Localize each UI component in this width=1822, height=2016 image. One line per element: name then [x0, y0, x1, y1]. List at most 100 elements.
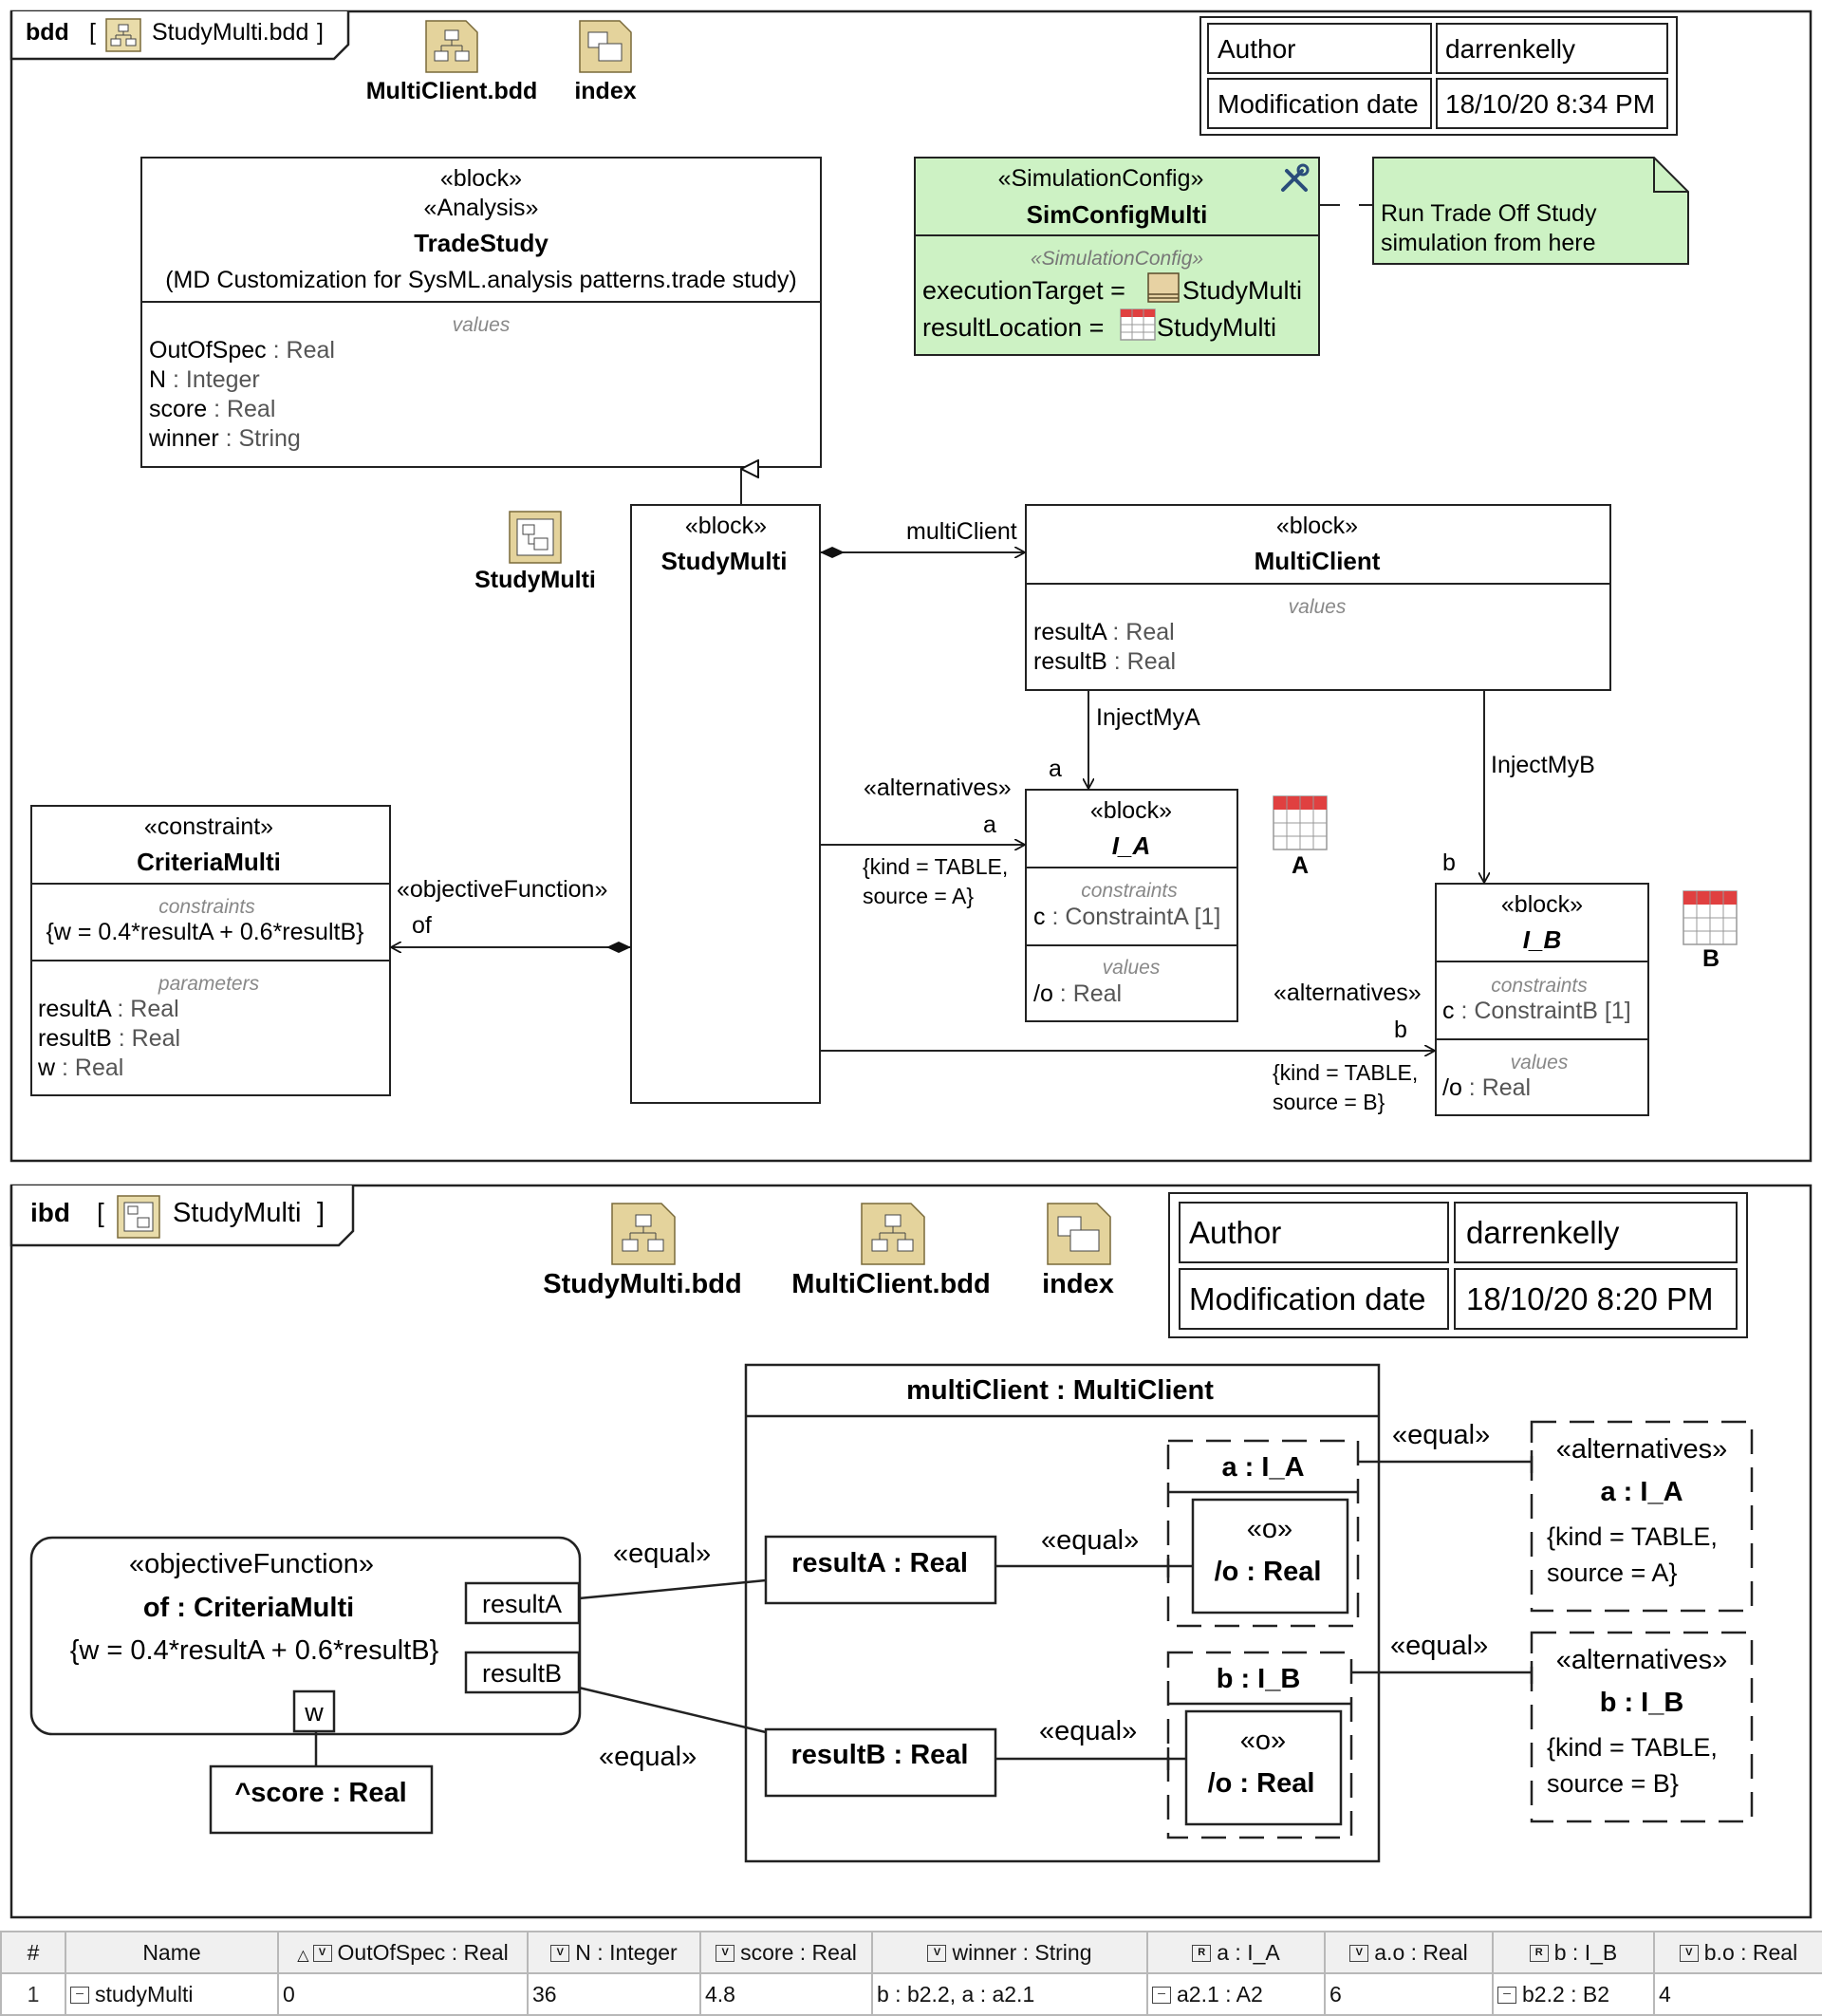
block-i-a[interactable]: «block» I_A constraints c : ConstraintA …: [1025, 789, 1238, 1022]
compartment-label: values: [1289, 596, 1347, 618]
table-icon: [1273, 795, 1328, 850]
block-multiclient[interactable]: «block» MultiClient values resultA : Rea…: [1025, 504, 1611, 691]
value-o-a[interactable]: «o» /o : Real: [1191, 1498, 1349, 1615]
stereotype-o: «o»: [1247, 1514, 1292, 1544]
stereotype-analysis: «Analysis»: [424, 195, 539, 221]
bdd-diagram-icon: [105, 18, 141, 52]
table-cell[interactable]: 0: [277, 1972, 529, 2016]
association-label: InjectMyB: [1491, 752, 1595, 778]
table-a-link[interactable]: A: [1273, 795, 1328, 879]
simulation-config-simconfigmulti[interactable]: «SimulationConfig» SimConfigMulti «Simul…: [914, 157, 1320, 356]
stereotype-block: «block»: [1501, 891, 1583, 918]
compartment-label: constraints: [158, 896, 255, 918]
column-header[interactable]: Name: [65, 1931, 279, 1974]
port-resultb[interactable]: resultB: [464, 1651, 581, 1694]
value-property: score : Real: [149, 396, 275, 422]
table-cell[interactable]: b : b2.2, a : a2.1: [871, 1972, 1148, 2016]
ibd-diagram-name: StudyMulti: [173, 1198, 301, 1228]
stereotype-alternatives: «alternatives»: [1274, 980, 1422, 1006]
part-a-i-a[interactable]: a : I_A: [1166, 1439, 1360, 1628]
constraint-property-of[interactable]: «objectiveFunction» of : CriteriaMulti {…: [29, 1536, 582, 1736]
part-name: b : I_B: [1600, 1688, 1684, 1718]
equal-label: «equal»: [1039, 1716, 1137, 1746]
block-i-b[interactable]: «block» I_B constraints c : ConstraintB …: [1435, 883, 1649, 1116]
ibd-frame-header[interactable]: ibd [ StudyMulti ]: [30, 1195, 325, 1239]
value-resulta[interactable]: resultA : Real: [764, 1535, 997, 1605]
execution-target-label: executionTarget =: [922, 276, 1125, 305]
table-icon: [1120, 308, 1156, 341]
value-name: ^score : Real: [234, 1778, 406, 1808]
value-property: winner : String: [148, 425, 301, 452]
bdd-frame-header[interactable]: bdd [ StudyMulti.bdd ]: [26, 18, 324, 52]
table-cell[interactable]: 6: [1324, 1972, 1494, 2016]
part-b-i-b[interactable]: b : I_B: [1166, 1651, 1353, 1839]
value-property-icon: V: [312, 1945, 332, 1963]
tagged-values: source = A}: [863, 884, 974, 908]
table-b-link[interactable]: B: [1683, 890, 1738, 972]
link-studymulti-bdd[interactable]: StudyMulti.bdd: [543, 1203, 742, 1299]
tools-icon: [1281, 163, 1310, 192]
table-row[interactable]: 1 ─studyMulti 0 36 4.8 b : b2.2, a : a2.…: [0, 1972, 1822, 2016]
port-w[interactable]: w: [292, 1689, 336, 1733]
value-o-b[interactable]: «o» /o : Real: [1184, 1709, 1343, 1826]
result-location-value[interactable]: StudyMulti: [1157, 313, 1276, 342]
reference-property-icon: R: [1529, 1945, 1549, 1963]
bdd-header-close: ]: [317, 19, 324, 46]
result-location-label: resultLocation =: [922, 313, 1104, 342]
compartment-label: values: [1103, 957, 1161, 979]
link-multiclient-bdd[interactable]: MultiClient.bdd: [791, 1203, 991, 1299]
stereotype-alternatives: «alternatives»: [864, 775, 1012, 801]
constraint-criteriamulti[interactable]: «constraint» CriteriaMulti constraints {…: [30, 805, 391, 1096]
association-label: InjectMyA: [1096, 704, 1200, 731]
ibd-diagram-icon: [117, 1195, 160, 1239]
tagged-values: {kind = TABLE,: [1547, 1522, 1718, 1551]
value-resultb[interactable]: resultB : Real: [764, 1727, 997, 1798]
value-property-icon: V: [716, 1945, 735, 1963]
block-name: I_A: [1112, 831, 1150, 860]
alternatives-a-i-a[interactable]: «alternatives» a : I_A {kind = TABLE, so…: [1530, 1420, 1754, 1613]
note-line-2: simulation from here: [1381, 230, 1595, 256]
link-studymulti-ibd[interactable]: StudyMulti: [474, 511, 596, 593]
link-multiclient-bdd[interactable]: MultiClient.bdd: [366, 20, 538, 104]
value-score[interactable]: ^score : Real: [209, 1764, 434, 1835]
table-cell[interactable]: 36: [527, 1972, 701, 2016]
role-b: b: [1442, 849, 1456, 876]
constraint-property: c : ConstraintB [1]: [1442, 998, 1631, 1024]
binding-resulta[interactable]: [578, 1578, 767, 1600]
table-cell[interactable]: ─studyMulti: [65, 1972, 279, 2016]
link-index[interactable]: index: [574, 20, 637, 104]
table-label: B: [1702, 945, 1720, 972]
column-header[interactable]: #: [0, 1931, 66, 1974]
alternatives-b-i-b[interactable]: «alternatives» b : I_B {kind = TABLE, so…: [1530, 1631, 1754, 1823]
binding-resultb[interactable]: [578, 1686, 767, 1734]
port-resulta[interactable]: resultA: [464, 1581, 581, 1625]
value-property: N : Integer: [149, 366, 260, 393]
compartment-label: parameters: [158, 973, 260, 995]
port-label: resultB: [482, 1659, 562, 1688]
block-tradestudy[interactable]: «block» «Analysis» TradeStudy (MD Custom…: [140, 157, 822, 468]
execution-target-value[interactable]: StudyMulti: [1182, 276, 1302, 305]
tagged-values: {kind = TABLE,: [863, 854, 1008, 879]
bdd-diagram-icon: [861, 1203, 925, 1265]
stereotype-alternatives: «alternatives»: [1556, 1434, 1728, 1465]
block-studymulti[interactable]: «block» StudyMulti: [630, 504, 821, 1104]
table-cell[interactable]: ─b2.2 : B2: [1492, 1972, 1655, 2016]
link-index[interactable]: index: [1042, 1203, 1114, 1299]
stereotype-alternatives: «alternatives»: [1556, 1645, 1728, 1675]
table-cell[interactable]: 4.8: [699, 1972, 873, 2016]
table-cell[interactable]: ─a2.1 : A2: [1146, 1972, 1326, 2016]
table-cell[interactable]: 4: [1653, 1972, 1822, 2016]
compartment-label: constraints: [1491, 975, 1588, 997]
parameter: resultB : Real: [38, 1025, 180, 1052]
equal-label: «equal»: [1390, 1631, 1488, 1661]
table-label: A: [1292, 852, 1309, 879]
role-multiclient: multiClient: [906, 518, 1017, 545]
